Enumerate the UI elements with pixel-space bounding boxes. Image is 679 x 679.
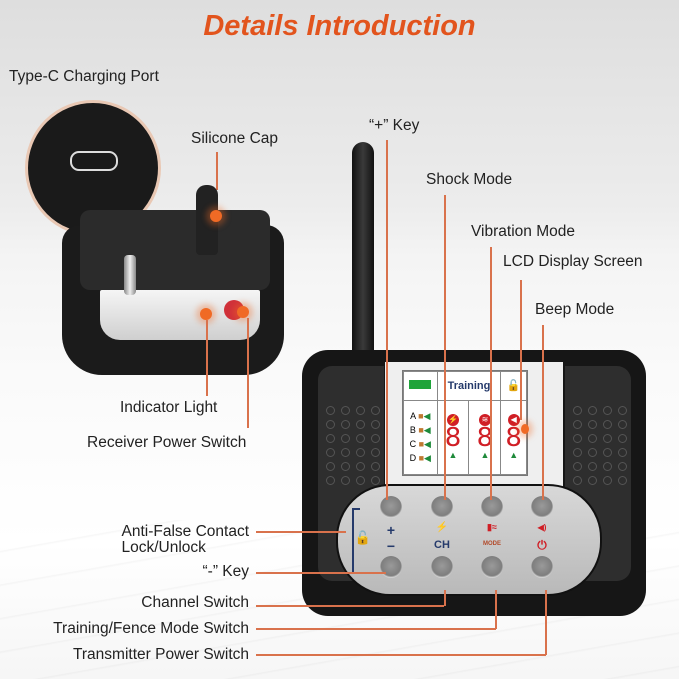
shock-glyph: ⚡: [435, 522, 449, 533]
lcd-display: Training 🔓 A ■◀ B ■◀ C ■◀ D ■◀ ⚡8▲ ≋8▲ ◀…: [402, 370, 528, 476]
beep-level: ◀8▲: [500, 399, 527, 476]
marker-lcd: [521, 424, 529, 434]
marker-power-switch: [237, 306, 249, 318]
antenna: [352, 142, 374, 382]
minus-glyph: −: [386, 538, 396, 554]
shock-level: ⚡8▲: [436, 399, 470, 476]
ch-glyph: CH: [434, 539, 450, 551]
leader-power-switch: [247, 318, 249, 428]
label-plus-key: “+” Key: [369, 117, 420, 134]
leader-channel-switch: [256, 605, 444, 607]
label-mode-switch: Training/Fence Mode Switch: [53, 620, 249, 637]
plus-key[interactable]: [380, 496, 402, 518]
minus-key[interactable]: [380, 556, 402, 578]
marker-silicone-cap: [210, 210, 222, 222]
vibration-icon: ≋: [478, 414, 491, 427]
label-minus-key: “-” Key: [202, 563, 250, 580]
usb-c-port-icon: [70, 151, 118, 171]
shock-icon: ⚡: [447, 414, 459, 427]
battery-icon: [403, 371, 438, 401]
channel-key[interactable]: [431, 556, 453, 578]
leader-silicone-cap: [216, 152, 218, 190]
leader-tx-power-v: [545, 590, 547, 655]
leader-channel-switch-v: [444, 590, 446, 606]
label-lcd-screen: LCD Display Screen: [503, 253, 643, 270]
label-vibration-mode: Vibration Mode: [471, 223, 575, 240]
marker-indicator-light: [200, 308, 212, 320]
label-tx-power: Transmitter Power Switch: [73, 646, 249, 663]
lock-icon: 🔓: [500, 371, 527, 401]
label-silicone-cap: Silicone Cap: [191, 130, 279, 147]
vibration-level: ≋8▲: [468, 399, 502, 476]
label-charging-port: Type-C Charging Port: [9, 68, 159, 85]
label-indicator-light: Indicator Light: [120, 399, 218, 416]
beep-icon: ◀: [507, 414, 520, 427]
receiver-contact-post-cap: [196, 185, 218, 255]
leader-minus-key: [256, 572, 386, 574]
receiver-top-plate: [80, 210, 270, 290]
leader-beep-mode: [542, 325, 544, 500]
lock-icon: 🔓: [354, 530, 372, 545]
leader-mode-switch-v: [495, 590, 497, 629]
plus-glyph: +: [386, 522, 396, 538]
mode-key[interactable]: [481, 556, 503, 578]
leader-mode-switch: [256, 628, 496, 630]
leader-lcd: [520, 280, 522, 420]
power-glyph: ⏻: [537, 538, 547, 552]
leader-shock-mode: [444, 195, 446, 500]
label-beep-mode: Beep Mode: [535, 301, 615, 318]
leader-indicator-light: [206, 320, 208, 396]
leader-tx-power: [256, 654, 546, 656]
keypad-panel: 🔓 + − ⚡ CH ▮≈ MODE ◀) ⏻: [336, 484, 602, 596]
power-key[interactable]: [531, 556, 553, 578]
label-anti-false: Anti-False Contact Lock/Unlock: [121, 523, 250, 556]
beep-glyph: ◀): [537, 523, 547, 532]
receiver-contact-pin: [124, 255, 136, 295]
vibration-key[interactable]: [481, 496, 503, 518]
leader-plus-key: [386, 140, 388, 500]
leader-anti-false: [256, 531, 346, 533]
channel-list: A ■◀ B ■◀ C ■◀ D ■◀: [403, 399, 438, 476]
label-channel-switch: Channel Switch: [141, 594, 249, 611]
page-title: Details Introduction: [203, 10, 476, 42]
leader-vibration-mode: [490, 247, 492, 500]
mode-glyph: MODE: [483, 541, 501, 547]
label-receiver-power: Receiver Power Switch: [87, 434, 247, 451]
shock-key[interactable]: [431, 496, 453, 518]
vibration-glyph: ▮≈: [487, 522, 497, 532]
label-shock-mode: Shock Mode: [426, 171, 513, 188]
beep-key[interactable]: [531, 496, 553, 518]
